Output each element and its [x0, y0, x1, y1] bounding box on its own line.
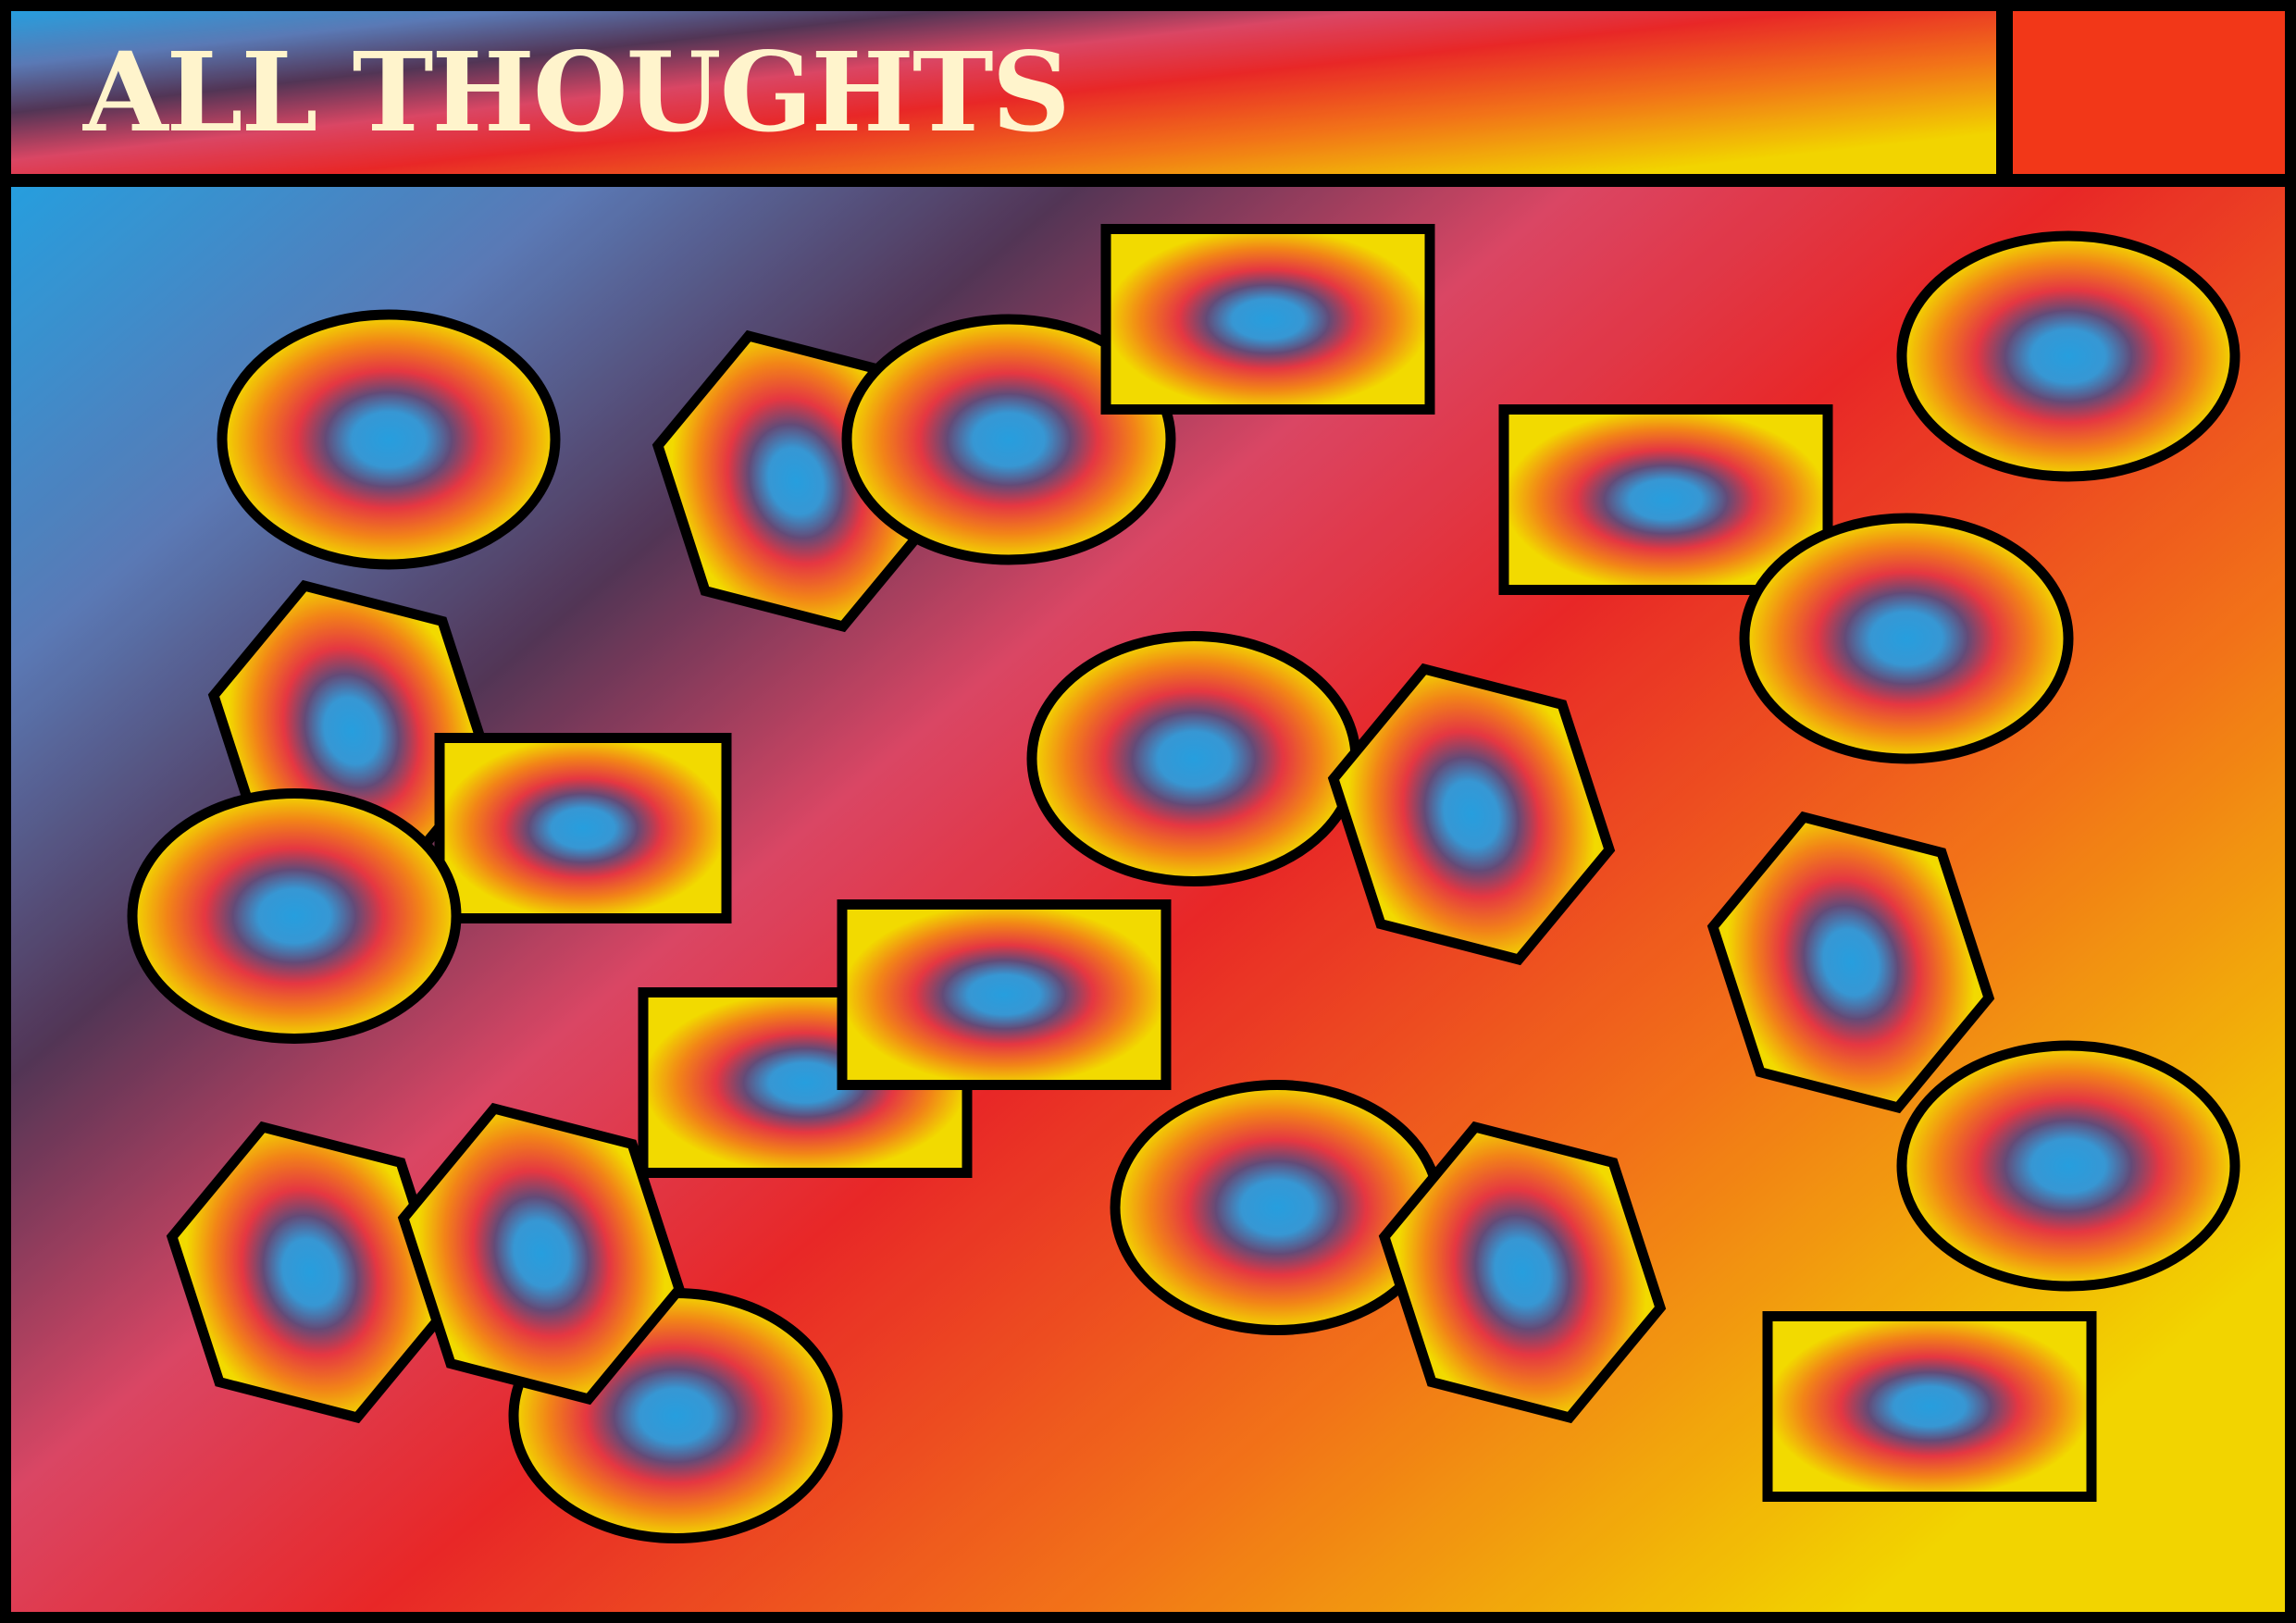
- thought-ellipse[interactable]: [1896, 230, 2240, 482]
- thought-rectangle[interactable]: [1100, 224, 1435, 415]
- thought-rectangle[interactable]: [1762, 1311, 2097, 1502]
- thought-rectangle[interactable]: [434, 733, 732, 923]
- thought-hexagon[interactable]: [1309, 632, 1632, 997]
- thought-hexagon[interactable]: [379, 1072, 702, 1436]
- thought-hexagon[interactable]: [1689, 780, 2012, 1145]
- thought-hexagon[interactable]: [1360, 1090, 1683, 1455]
- page-title: ALL THOUGHTS: [83, 28, 1071, 156]
- thought-hexagon[interactable]: [148, 1090, 471, 1455]
- thought-shapes-layer: [127, 224, 2240, 1543]
- thought-rectangle[interactable]: [1498, 404, 1833, 595]
- thought-ellipse[interactable]: [127, 788, 462, 1044]
- thought-ellipse[interactable]: [841, 314, 1176, 565]
- thought-ellipse[interactable]: [1739, 513, 2074, 764]
- thought-rectangle[interactable]: [837, 899, 1172, 1090]
- header-side-box: [2013, 11, 2285, 174]
- thought-ellipse[interactable]: [1896, 1040, 2240, 1292]
- thought-ellipse[interactable]: [217, 309, 561, 570]
- header-bar: [11, 11, 1996, 174]
